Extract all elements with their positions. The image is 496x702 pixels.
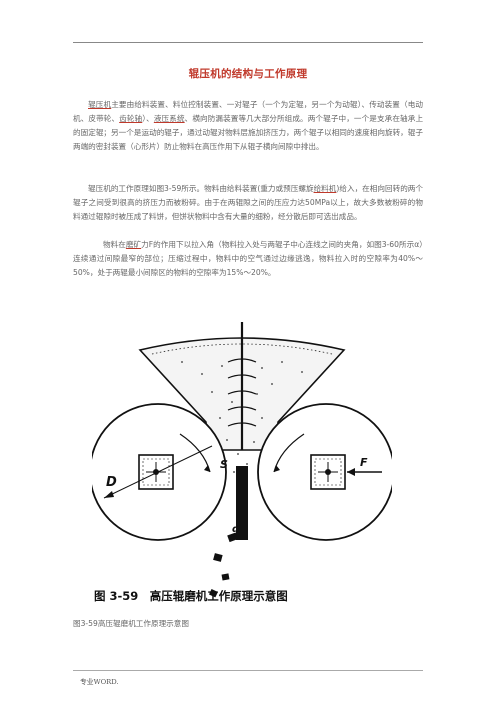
label-d-flake: d xyxy=(232,524,240,535)
link-gear-shaft[interactable]: 齿轮轴 xyxy=(119,114,143,123)
figure-caption: 图3-59高压辊磨机工作原理示意图 xyxy=(73,619,189,628)
label-d-diameter: D xyxy=(106,475,117,490)
link-hydraulic-system[interactable]: 液压系统 xyxy=(153,114,185,123)
paragraph-structure: 辊压机主要由给料装置、料位控制装置、一对辊子（一个为定辊，另一个为动辊）、传动装… xyxy=(73,100,424,151)
label-s-gap: S xyxy=(220,458,228,471)
link-grinding[interactable]: 磨矿 xyxy=(125,240,142,249)
fixed-bearing xyxy=(138,454,174,490)
diameter-line xyxy=(103,445,213,499)
footer-text: 专业WORD. xyxy=(80,678,119,686)
footer-rule xyxy=(73,670,423,671)
paragraph-principle: 辊压机的工作原理如图3-59所示。物料由给料装置(重力或预压螺旋给料机)给入，在… xyxy=(73,184,424,221)
header-rule xyxy=(73,42,423,43)
hpgr-diagram: D S F d 图 3-59 高压辊磨机工作原理示意图 xyxy=(92,322,392,603)
material-particles xyxy=(181,361,303,473)
document-title: 辊压机的结构与工作原理 xyxy=(188,68,308,80)
figure-printed-caption: 图 3-59 高压辊磨机工作原理示意图 xyxy=(94,589,288,603)
link-feeder[interactable]: 给料机 xyxy=(313,184,337,193)
discharge-fragments xyxy=(209,532,239,598)
label-f-force: F xyxy=(360,456,368,469)
link-roller-press[interactable]: 辊压机 xyxy=(88,100,112,109)
paragraph-compression: 物料在磨矿力F的作用下以拉入角（物料拉入处与两辊子中心连线之间的夹角，如图3-6… xyxy=(73,240,424,277)
compressed-flake xyxy=(236,466,248,540)
feed-screw xyxy=(227,322,257,450)
